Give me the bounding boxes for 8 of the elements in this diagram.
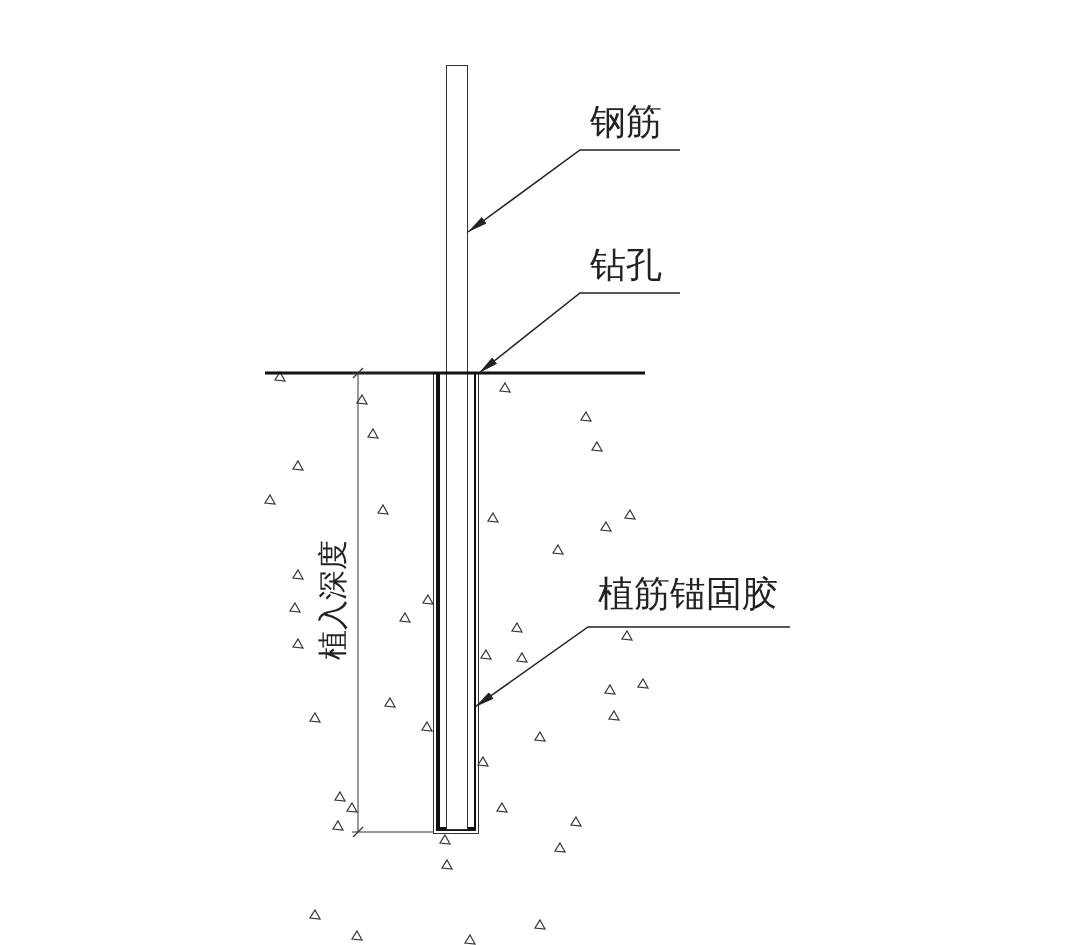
rebar-label: 钢筋 [590, 101, 662, 142]
dimension-text: 植入深度 [315, 540, 351, 660]
leader-line [467, 149, 681, 233]
leader-line [478, 292, 681, 374]
leader-line [474, 626, 791, 708]
anchoring-adhesive-label: 植筋锚固胶 [598, 573, 778, 614]
drilled-hole-label: 钻孔 [590, 244, 662, 285]
rebar-drawing [446, 65, 468, 830]
